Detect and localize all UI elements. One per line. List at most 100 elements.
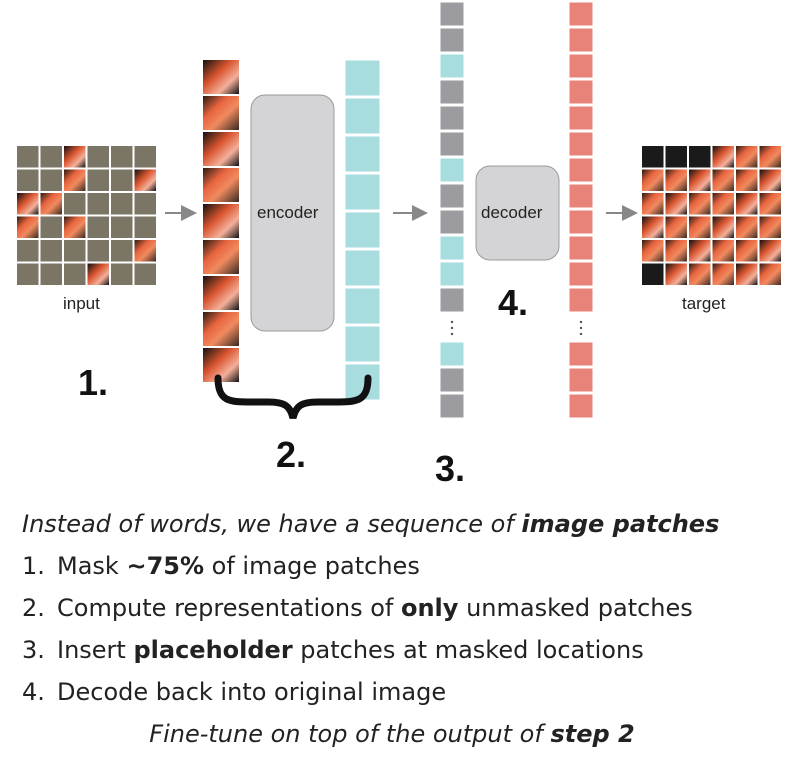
list-item: 1.Mask ~75% of image patches: [22, 545, 802, 587]
masked-patch: [17, 169, 39, 191]
item-bold: ~75%: [126, 552, 205, 580]
visible-patch: [40, 193, 62, 215]
target-patch: [759, 169, 781, 191]
item-bold: only: [400, 594, 459, 622]
decoder-label: decoder: [481, 203, 543, 222]
item-number: 4.: [22, 678, 45, 706]
item-text-after: unmasked patches: [458, 594, 693, 622]
item-text: Compute representations of: [57, 594, 401, 622]
input-label: input: [63, 294, 100, 313]
sequence-token: [439, 393, 465, 419]
target-patch: [712, 169, 734, 191]
masked-patch: [87, 193, 109, 215]
target-label: target: [682, 294, 726, 313]
visible-patch: [64, 146, 86, 168]
sequence-token: [439, 209, 465, 235]
target-patch: [642, 240, 664, 262]
target-patch: [642, 193, 664, 215]
decoded-token: [568, 157, 594, 183]
visible-patch: [134, 169, 156, 191]
masked-patch: [40, 263, 62, 285]
sequence-token: [439, 183, 465, 209]
target-patch: [736, 240, 758, 262]
encoded-token: [344, 173, 381, 211]
target-patch: [736, 263, 758, 285]
step-4-label: 4.: [498, 282, 529, 323]
sequence-token: [439, 53, 465, 79]
sequence-token: [439, 235, 465, 261]
ellipsis-dot: [450, 326, 454, 330]
decoded-token: [568, 367, 594, 393]
masked-patch: [40, 169, 62, 191]
sequence-token: [439, 27, 465, 53]
ellipsis-dot: [450, 320, 454, 324]
target-patch: [759, 216, 781, 238]
target-patch: [642, 169, 664, 191]
visible-patch-tile: [203, 168, 239, 202]
decoded-token: [568, 341, 594, 367]
input-grid-background: [15, 144, 158, 287]
sequence-token: [439, 79, 465, 105]
target-patch: [736, 193, 758, 215]
masked-patch: [64, 263, 86, 285]
sequence-token: [439, 157, 465, 183]
masked-patch: [134, 263, 156, 285]
masked-patch: [40, 216, 62, 238]
decoded-token: [568, 27, 594, 53]
visible-patch-tile: [203, 60, 239, 94]
masked-patch: [134, 146, 156, 168]
target-patch: [712, 193, 734, 215]
target-patch: [689, 240, 711, 262]
target-patch: [736, 216, 758, 238]
masked-patch: [111, 216, 133, 238]
masked-patch: [64, 240, 86, 262]
sequence-token: [439, 261, 465, 287]
visible-patch-tile: [203, 96, 239, 130]
item-text: Insert: [57, 636, 134, 664]
visible-patch: [87, 263, 109, 285]
item-number: 2.: [22, 594, 45, 622]
masked-patch: [134, 193, 156, 215]
decoded-token: [568, 1, 594, 27]
target-patch: [759, 240, 781, 262]
decoded-token: [568, 261, 594, 287]
target-patch: [665, 169, 687, 191]
decoded-token: [568, 53, 594, 79]
target-image-grid: [642, 146, 781, 285]
encoded-token: [344, 97, 381, 135]
target-patch: [642, 216, 664, 238]
masked-patch: [134, 216, 156, 238]
ellipsis-dot: [450, 332, 454, 336]
target-patch: [665, 146, 687, 168]
decoded-token: [568, 79, 594, 105]
target-patch: [712, 146, 734, 168]
list-item: 4.Decode back into original image: [22, 671, 802, 713]
step-2-label: 2.: [276, 434, 307, 475]
item-text-after: patches at masked locations: [292, 636, 644, 664]
item-bold: placeholder: [133, 636, 293, 664]
masked-patch: [111, 240, 133, 262]
visible-patch: [17, 193, 39, 215]
masked-patch: [87, 146, 109, 168]
visible-patch: [17, 216, 39, 238]
masked-patch: [111, 146, 133, 168]
explanation-text: Instead of words, we have a sequence of …: [22, 503, 802, 755]
target-patch: [642, 263, 664, 285]
item-text: Mask: [57, 552, 127, 580]
masked-patch: [87, 169, 109, 191]
target-patch: [736, 146, 758, 168]
visible-patch-tile: [203, 276, 239, 310]
visible-patch: [134, 240, 156, 262]
footer-line: Fine-tune on top of the output of step 2: [22, 713, 762, 755]
target-patch: [759, 263, 781, 285]
mae-diagram: [15, 1, 781, 419]
intro-text: Instead of words, we have a sequence of: [22, 510, 522, 538]
sequence-token: [439, 341, 465, 367]
decoded-token: [568, 209, 594, 235]
masked-patch: [17, 240, 39, 262]
ellipsis-dot: [579, 332, 583, 336]
sequence-token: [439, 287, 465, 313]
decoded-token: [568, 131, 594, 157]
visible-patch: [64, 216, 86, 238]
masked-patch: [17, 263, 39, 285]
